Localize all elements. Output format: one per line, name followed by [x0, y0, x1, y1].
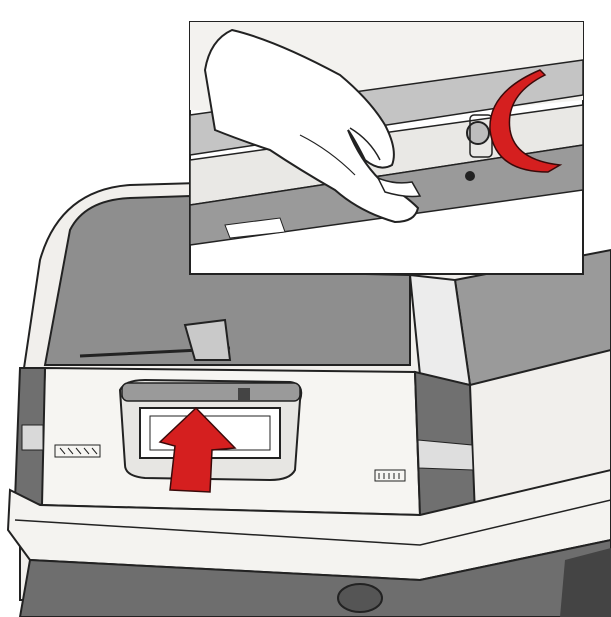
tailgate-handle: [122, 383, 300, 401]
lock-cylinder: [238, 388, 250, 400]
detail-inset: [190, 22, 583, 274]
right-tail-light-lens: [418, 440, 473, 470]
inset-lock-pin: [465, 171, 475, 181]
exhaust-pipe: [338, 584, 382, 612]
left-tail-light-lens: [22, 425, 43, 450]
